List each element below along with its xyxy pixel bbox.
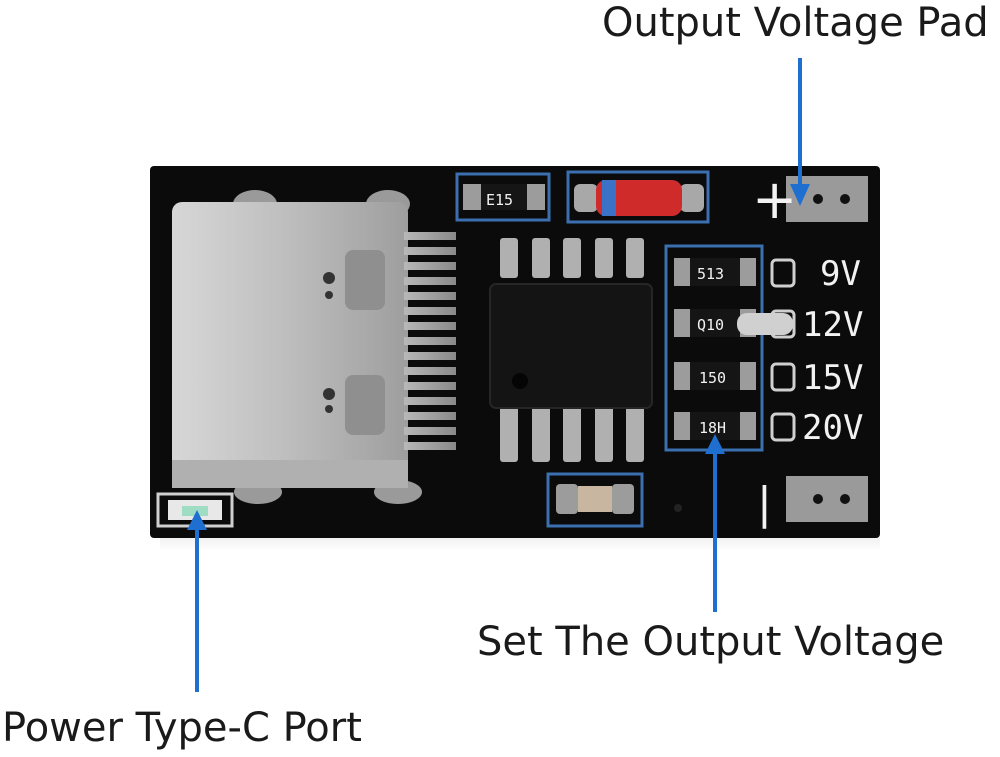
arrow-set-voltage-head	[705, 434, 725, 454]
resistor-q10	[674, 309, 793, 337]
solder-bridge	[737, 313, 793, 335]
code-150: 150	[699, 369, 726, 387]
ic-chip	[489, 238, 653, 462]
connector-pins	[404, 232, 456, 450]
resistor-513	[674, 258, 756, 286]
plus-sign: +	[752, 168, 797, 231]
usb-type-c-connector	[172, 190, 422, 504]
voltage-20v: 20V	[802, 408, 863, 448]
callout-arrows	[187, 58, 810, 692]
code-q10: Q10	[697, 316, 724, 334]
type-c-port-label: Power Type-C Port	[2, 705, 362, 751]
set-output-voltage-label: Set The Output Voltage	[477, 619, 945, 665]
code-e15: E15	[486, 191, 513, 209]
arrow-type-c-head	[187, 510, 207, 530]
code-18h: 18H	[699, 419, 726, 437]
voltage-15v: 15V	[802, 358, 863, 398]
voltage-12v: 12V	[802, 305, 863, 345]
diode	[566, 170, 710, 224]
arrow-output-pad-head	[790, 184, 810, 206]
select-pads	[770, 258, 796, 442]
minus-sign: |	[757, 478, 772, 529]
output-pad-negative	[786, 476, 868, 522]
code-513: 513	[697, 265, 724, 283]
resistor-e15	[455, 172, 551, 222]
resistor-150	[674, 362, 756, 390]
voltage-9v: 9V	[820, 254, 861, 294]
silkscreen-text: + | 9V 12V 15V 20V E15 513 Q10 150 18H	[486, 168, 863, 529]
output-voltage-pad-label: Output Voltage Pad	[602, 0, 989, 46]
capacitor	[546, 472, 682, 528]
